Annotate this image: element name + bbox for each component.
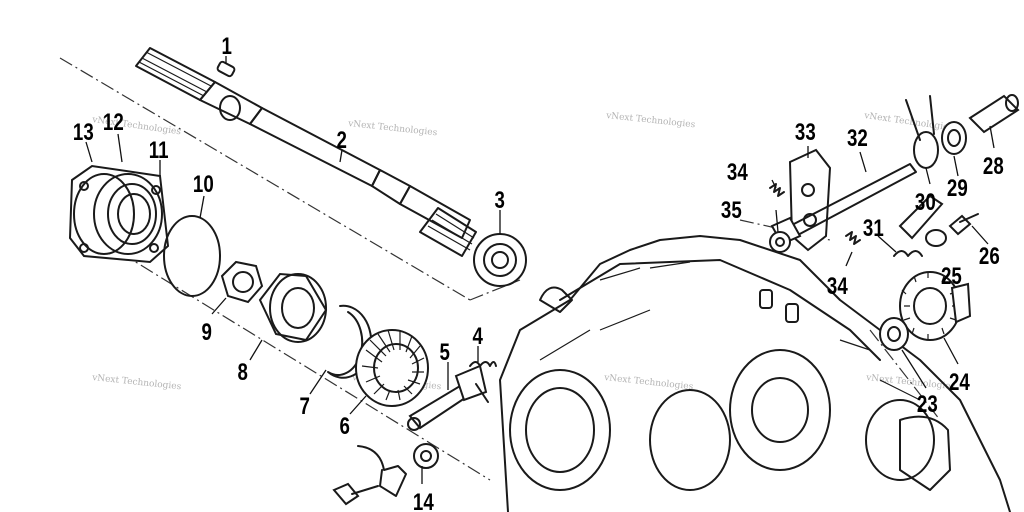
callout-label: 29 — [947, 175, 968, 202]
leader-lines — [85, 56, 995, 484]
callout-label: 23 — [917, 391, 938, 418]
callout-label: 33 — [795, 119, 816, 146]
callout-label: 34 — [827, 273, 848, 300]
watermark-text: vNext Technologies — [347, 119, 438, 138]
callout-label: 30 — [915, 189, 936, 216]
callout-label: 9 — [201, 319, 211, 346]
spring-part — [469, 361, 497, 403]
callout-label: 12 — [103, 109, 124, 136]
clip-part — [413, 443, 439, 469]
watermark-text: vNext Technologies — [605, 111, 696, 130]
callout-label: 25 — [941, 263, 962, 290]
snap-ring-part — [327, 304, 373, 379]
double-bearing-part — [258, 272, 328, 343]
callout-label: 7 — [299, 393, 309, 420]
callout-label: 31 — [863, 215, 884, 242]
callout-label: 28 — [983, 153, 1004, 180]
bevel-gear-part — [355, 329, 429, 407]
callout-label: 32 — [847, 125, 868, 152]
callout-label: 13 — [73, 119, 94, 146]
key-part — [216, 60, 236, 78]
watermark-text: vNext Technologies — [603, 373, 694, 392]
callout-label: 14 — [413, 489, 434, 512]
callout-label: 26 — [979, 243, 1000, 270]
callout-label: 8 — [237, 359, 247, 386]
thrust-washer-part — [879, 317, 909, 351]
output-shaft-part — [135, 47, 477, 257]
callout-label: 35 — [721, 197, 742, 224]
nut-part — [220, 260, 264, 304]
washer-part — [769, 231, 791, 253]
detent-spring-part — [769, 183, 785, 197]
watermark-text: vNext Technologies — [91, 373, 182, 392]
callout-label: 5 — [439, 339, 449, 366]
callout-label: 24 — [949, 369, 970, 396]
sleeve-part — [968, 94, 1020, 134]
flange-housing-part — [68, 164, 170, 264]
callout-label: 3 — [494, 187, 504, 214]
shift-shaft-part — [407, 364, 488, 431]
callout-label: 4 — [472, 323, 482, 350]
link-arm-part — [893, 194, 947, 257]
o-ring-part — [163, 215, 221, 297]
bearing-part — [473, 233, 527, 287]
watermark-text: vNext Technologies — [863, 111, 954, 134]
drive-gear-part — [899, 271, 972, 341]
spring-washer-part — [913, 131, 939, 169]
callout-label: 10 — [193, 171, 214, 198]
callout-label: 1 — [221, 33, 231, 60]
seal-part — [941, 121, 967, 155]
bolt-part — [948, 213, 979, 236]
return-spring-part — [905, 95, 935, 141]
callout-label: 6 — [339, 413, 349, 440]
detent-spring-part — [845, 231, 861, 245]
callout-label: 11 — [149, 137, 169, 164]
callout-labels: 1 2 3 4 5 6 7 8 9 10 11 12 13 14 23 24 2… — [73, 33, 1004, 512]
callout-label: 2 — [336, 127, 346, 154]
transmission-case — [499, 235, 1011, 512]
callout-label: 34 — [727, 159, 748, 186]
bracket-part — [332, 445, 407, 506]
